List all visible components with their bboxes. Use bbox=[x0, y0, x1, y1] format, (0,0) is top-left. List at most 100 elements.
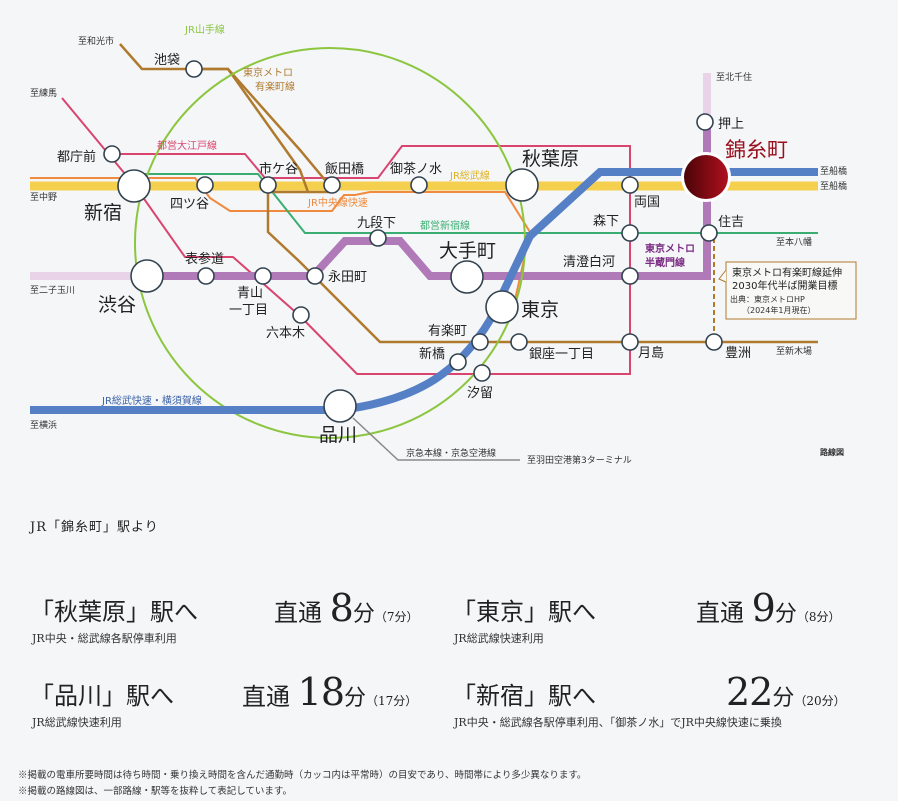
dest-motoyawata: 至本八幡 bbox=[776, 236, 812, 248]
label-nagatacho: 永田町 bbox=[328, 270, 367, 285]
station-otemachi[interactable] bbox=[450, 260, 484, 294]
label-shinagawa: 品川 bbox=[319, 424, 357, 446]
label-aoyama-1: 青山 bbox=[237, 286, 263, 301]
station-shiodome[interactable] bbox=[473, 364, 491, 382]
label-iidabashi: 飯田橋 bbox=[325, 162, 364, 177]
map-title-label: 路線図 bbox=[820, 447, 844, 457]
station-shimbashi[interactable] bbox=[449, 353, 467, 371]
label-tochomae: 都庁前 bbox=[57, 149, 96, 165]
station-shinagawa[interactable] bbox=[323, 389, 357, 423]
route-map: JR山手線 東京メトロ 有楽町線 都営大江戸線 JR中央線快速 JR総武線 都営… bbox=[30, 23, 857, 466]
label-yurakucho-2: 有楽町線 bbox=[255, 80, 295, 93]
station-shibuya[interactable] bbox=[130, 259, 164, 293]
station-yotsuya[interactable] bbox=[196, 176, 214, 194]
yurakucho-line-upper bbox=[195, 67, 331, 187]
route-shinagawa: 「品川」駅へ 直通 18分（17分） JR総武線快速利用 bbox=[30, 670, 430, 736]
station-ryogoku[interactable] bbox=[621, 176, 639, 194]
label-sobu: JR総武線 bbox=[449, 169, 490, 182]
label-toyosu: 豊洲 bbox=[725, 346, 751, 361]
route-shinjuku: 「新宿」駅へ 22分（20分） JR中央・総武線各駅停車利用、「御茶ノ水」でJR… bbox=[452, 670, 872, 736]
route-destination: 「東京」駅へ bbox=[452, 598, 596, 626]
label-hanzomon-1: 東京メトロ bbox=[645, 242, 695, 255]
label-keikyu: 京急本線・京急空港線 bbox=[406, 447, 496, 459]
label-tokyo: 東京 bbox=[521, 299, 559, 321]
label-ginza-itchome: 銀座一丁目 bbox=[529, 347, 594, 362]
route-note: JR総武線快速利用 bbox=[454, 632, 544, 645]
label-aoyama-2: 一丁目 bbox=[229, 303, 268, 318]
label-shiodome: 汐留 bbox=[467, 385, 493, 401]
label-kiyosumi-shirakawa: 清澄白河 bbox=[563, 254, 615, 270]
station-aoyama-itchome[interactable] bbox=[254, 267, 272, 285]
station-kudanshita[interactable] bbox=[369, 229, 387, 247]
label-kinshicho: 錦糸町 bbox=[725, 138, 788, 162]
station-tochomae[interactable] bbox=[103, 145, 121, 163]
station-omotesando[interactable] bbox=[197, 267, 215, 285]
label-hanzomon-2: 半蔵門線 bbox=[645, 256, 685, 269]
dest-nerima: 至練馬 bbox=[30, 87, 57, 99]
station-nagatacho[interactable] bbox=[306, 267, 324, 285]
station-ochanomizu[interactable] bbox=[410, 176, 428, 194]
footnote-2: ※掲載の路線図は、一部路線・駅等を抜粋して表記しています。 bbox=[18, 786, 292, 797]
toei-shinjuku-line bbox=[135, 173, 818, 234]
station-ikebukuro[interactable] bbox=[185, 60, 203, 78]
route-note: JR中央・総武線各駅停車利用、「御茶ノ水」でJR中央線快速に乗換 bbox=[454, 716, 782, 729]
station-tsukishima[interactable] bbox=[621, 333, 639, 351]
label-ichigaya: 市ケ谷 bbox=[259, 161, 298, 177]
station-ichigaya[interactable] bbox=[259, 176, 277, 194]
route-akihabara: 「秋葉原」駅へ 直通 8分（7分） JR中央・総武線各駅停車利用 bbox=[30, 586, 430, 652]
station-kinshicho-highlight[interactable] bbox=[684, 155, 728, 199]
label-morishita: 森下 bbox=[593, 214, 619, 229]
station-shinjuku[interactable] bbox=[117, 169, 151, 203]
station-sumiyoshi[interactable] bbox=[700, 224, 718, 242]
dest-kitasenju: 至北千住 bbox=[716, 71, 752, 83]
route-destination: 「新宿」駅へ bbox=[452, 682, 596, 710]
label-omotesando: 表参道 bbox=[185, 251, 224, 267]
dest-haneda: 至羽田空港第3ターミナル bbox=[527, 454, 632, 466]
route-time: 直通 9分（8分） bbox=[696, 586, 841, 630]
station-ginza-itchome[interactable] bbox=[510, 333, 528, 351]
label-oshiage: 押上 bbox=[718, 117, 744, 132]
label-ochanomizu: 御茶ノ水 bbox=[390, 161, 442, 177]
jr-sobu-rapid-line bbox=[30, 168, 818, 414]
yurakucho-extension-callout: 東京メトロ有楽町線延伸 2030年代半ば開業目標 出典：東京メトロHP （202… bbox=[718, 261, 857, 320]
route-tokyo: 「東京」駅へ 直通 9分（8分） JR総武線快速利用 bbox=[452, 586, 872, 652]
svg-text:（2024年1月現在）: （2024年1月現在） bbox=[742, 305, 815, 315]
route-note: JR総武線快速利用 bbox=[32, 716, 122, 729]
station-akihabara[interactable] bbox=[505, 168, 539, 202]
station-yurakucho[interactable] bbox=[471, 333, 489, 351]
label-sumiyoshi: 住吉 bbox=[718, 215, 744, 230]
station-roppongi[interactable] bbox=[292, 306, 310, 324]
label-roppongi: 六本木 bbox=[266, 326, 305, 341]
label-shinjuku: 新宿 bbox=[84, 202, 122, 224]
station-toyosu[interactable] bbox=[705, 333, 723, 351]
station-tokyo[interactable] bbox=[485, 290, 519, 324]
label-akihabara: 秋葉原 bbox=[522, 148, 579, 170]
route-destination: 「品川」駅へ bbox=[30, 682, 174, 710]
label-otemachi: 大手町 bbox=[439, 240, 496, 262]
label-yurakucho: 有楽町 bbox=[428, 323, 467, 339]
dest-futakotamagawa: 至二子玉川 bbox=[30, 285, 75, 296]
label-yotsuya: 四ツ谷 bbox=[170, 197, 209, 212]
label-ryogoku: 両国 bbox=[634, 195, 660, 210]
svg-text:2030年代半ば開業目標: 2030年代半ば開業目標 bbox=[732, 279, 837, 292]
toei-oedo-line bbox=[61, 97, 631, 375]
station-oshiage[interactable] bbox=[696, 113, 714, 131]
label-shimbashi: 新橋 bbox=[419, 346, 445, 362]
station-kiyosumi-shirakawa[interactable] bbox=[621, 267, 639, 285]
dest-funabashi-1: 至船橋 bbox=[820, 165, 847, 177]
dest-funabashi-2: 至船橋 bbox=[820, 180, 847, 192]
route-time: 直通 8分（7分） bbox=[274, 586, 419, 630]
route-note: JR中央・総武線各駅停車利用 bbox=[32, 632, 177, 645]
footnote-1: ※掲載の電車所要時間は待ち時間・乗り換え時間を含んだ通勤時（カッコ内は平常時）の… bbox=[18, 770, 587, 781]
station-morishita[interactable] bbox=[621, 224, 639, 242]
dest-yokohama: 至横浜 bbox=[30, 419, 57, 431]
dest-wakoshi: 至和光市 bbox=[78, 35, 114, 47]
route-time: 直通 18分（17分） bbox=[242, 670, 418, 714]
station-iidabashi[interactable] bbox=[323, 176, 341, 194]
label-yurakucho-1: 東京メトロ bbox=[243, 66, 293, 79]
label-chuo-rapid: JR中央線快速 bbox=[307, 196, 368, 209]
route-time: 22分（20分） bbox=[726, 670, 846, 714]
label-yamanote: JR山手線 bbox=[184, 23, 225, 36]
label-oedo: 都営大江戸線 bbox=[157, 139, 217, 152]
dest-nakano: 至中野 bbox=[30, 191, 57, 203]
